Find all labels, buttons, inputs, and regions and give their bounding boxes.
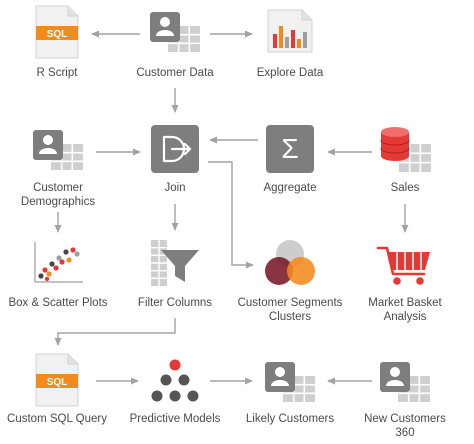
likely-customers-label: Likely Customers: [245, 413, 335, 425]
venn-clusters-icon: [265, 240, 315, 285]
person-table-icon: [380, 362, 430, 402]
customer-demographics-label: Customer Demographics: [20, 182, 96, 208]
person-table-icon: [265, 362, 315, 402]
customer-segments-label: Customer Segments Clusters: [237, 297, 343, 323]
arrow-join-to-segments: [208, 161, 254, 269]
sigma-icon: Σ: [266, 125, 314, 173]
svg-text:SQL: SQL: [47, 29, 68, 40]
filter-icon: [151, 240, 199, 286]
bar-chart-icon: [267, 9, 313, 53]
sql-document-icon: SQL: [35, 353, 79, 407]
sales-label: Sales: [390, 182, 420, 194]
market-basket-label: Market Basket Analysis: [368, 297, 442, 323]
customer-data-label: Customer Data: [136, 67, 214, 79]
tree-model-icon: [151, 359, 199, 402]
shopping-cart-icon: [376, 246, 430, 285]
filter-columns-label: Filter Columns: [137, 297, 213, 309]
svg-text:Σ: Σ: [281, 133, 298, 164]
r-script-label: R Script: [36, 67, 78, 79]
predictive-models-label: Predictive Models: [129, 413, 221, 425]
arrow-filter-to-custom-sql: [54, 318, 176, 346]
person-table-icon: [33, 130, 83, 170]
join-label: Join: [164, 182, 186, 194]
person-table-icon: [150, 12, 200, 52]
explore-data-label: Explore Data: [256, 67, 324, 79]
svg-text:SQL: SQL: [47, 377, 68, 388]
join-icon: [151, 125, 199, 173]
box-scatter-plots-label: Box & Scatter Plots: [8, 297, 108, 309]
new-customers-360-label: New Customers 360: [364, 413, 446, 439]
database-table-icon: [380, 127, 431, 172]
aggregate-label: Aggregate: [263, 182, 317, 194]
custom-sql-query-label: Custom SQL Query: [7, 413, 107, 425]
scatter-plot-icon: [34, 242, 83, 283]
sql-document-icon: SQL: [35, 5, 79, 59]
